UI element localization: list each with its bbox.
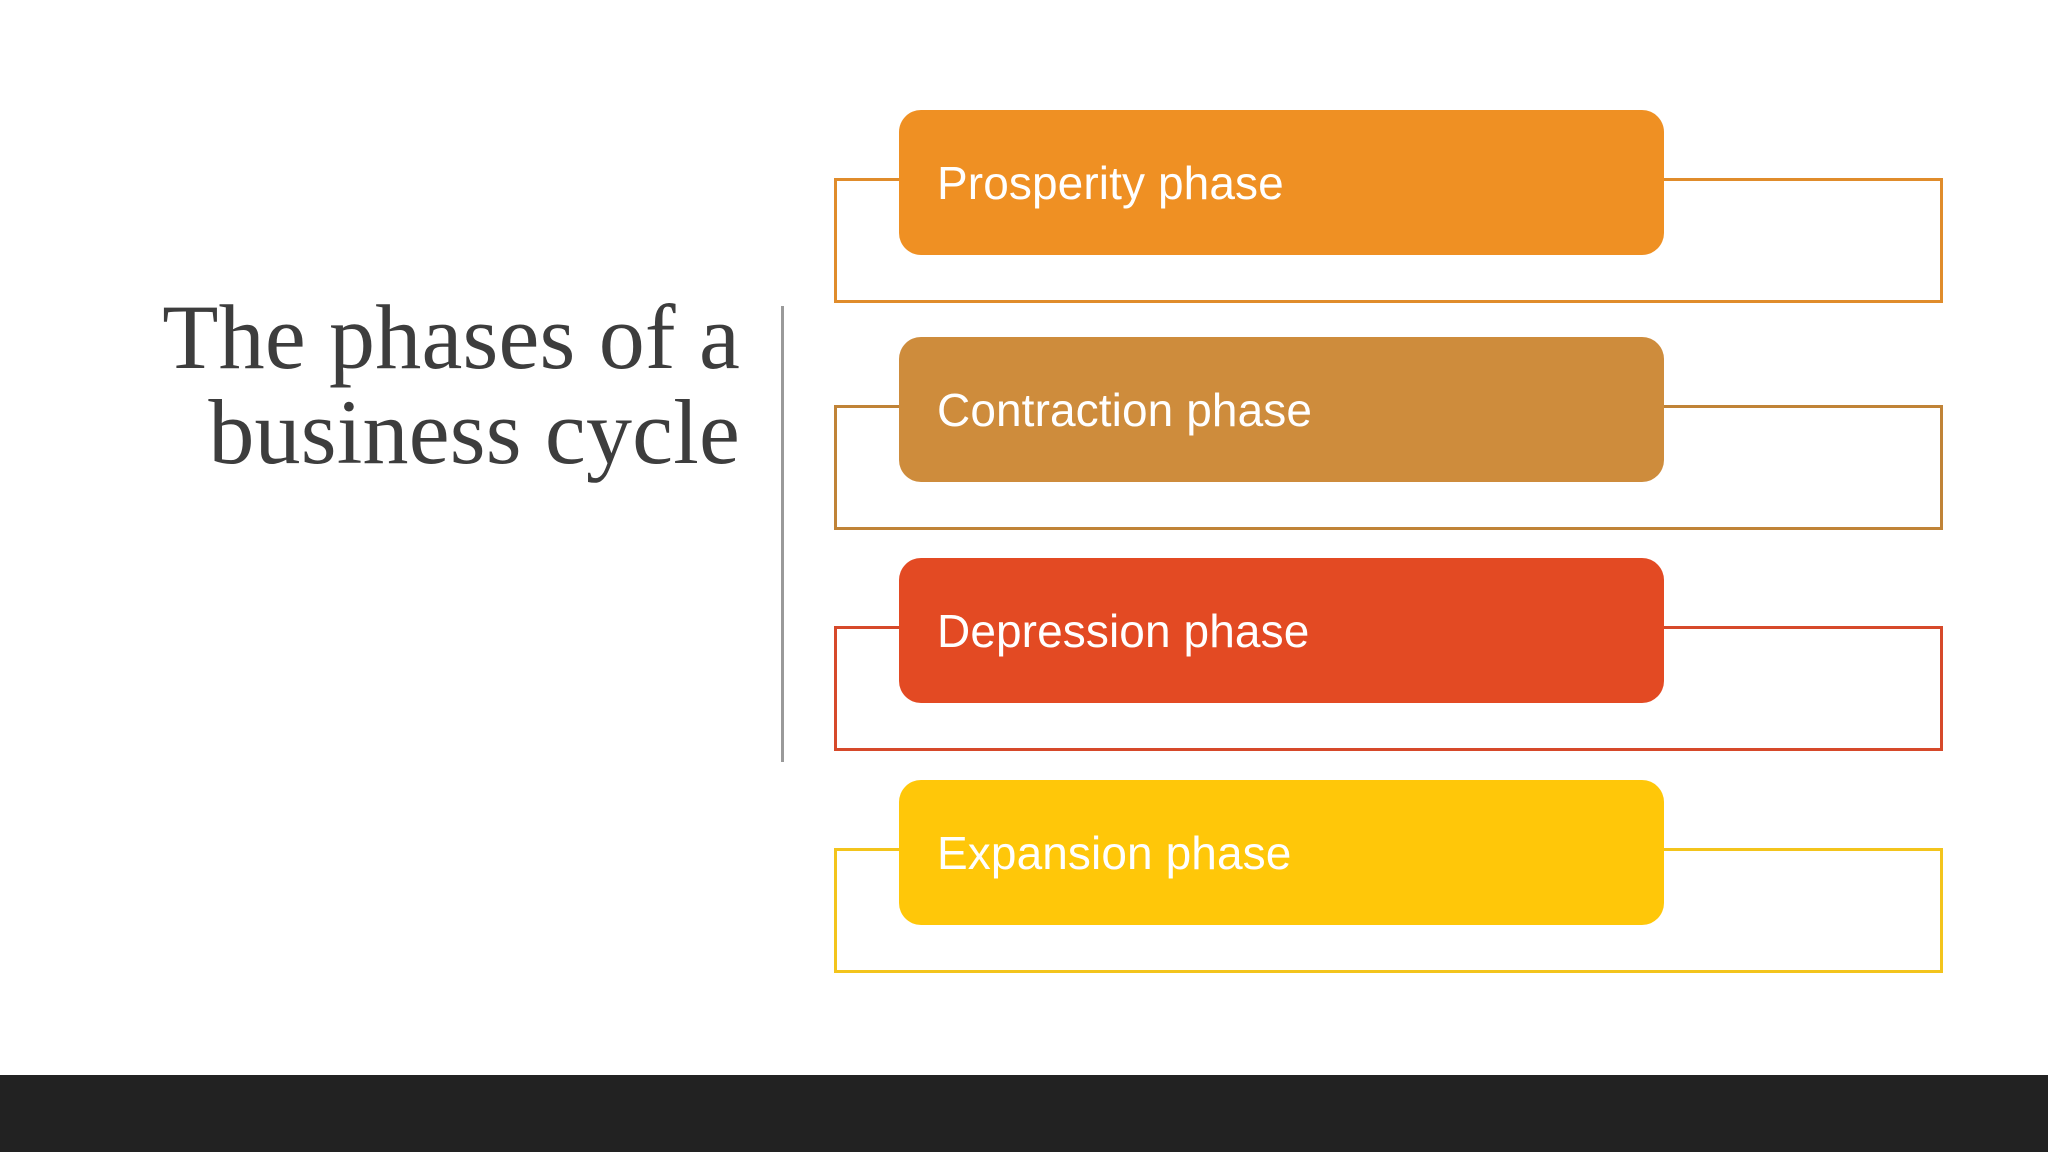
phase-chip-2[interactable]: Depression phase (899, 558, 1664, 703)
phase-label-0: Prosperity phase (937, 156, 1284, 209)
phase-chip-0[interactable]: Prosperity phase (899, 110, 1664, 255)
phase-label-3: Expansion phase (937, 826, 1292, 879)
phase-label-1: Contraction phase (937, 383, 1313, 436)
phase-item-2[interactable]: Depression phase (0, 558, 2048, 818)
title-divider (781, 306, 784, 762)
footer-bar (0, 1075, 2048, 1152)
phase-item-1[interactable]: Contraction phase (0, 337, 2048, 597)
phase-chip-1[interactable]: Contraction phase (899, 337, 1664, 482)
phase-item-3[interactable]: Expansion phase (0, 780, 2048, 1040)
page-title: The phases of a business cycle (162, 286, 740, 483)
title-placeholder: The phases of a business cycle (120, 290, 740, 770)
phase-item-0[interactable]: Prosperity phase (0, 110, 2048, 370)
phase-chip-3[interactable]: Expansion phase (899, 780, 1664, 925)
phases-diagram: Prosperity phase Contraction phase Depre… (0, 110, 2048, 1040)
phase-label-2: Depression phase (937, 604, 1310, 657)
